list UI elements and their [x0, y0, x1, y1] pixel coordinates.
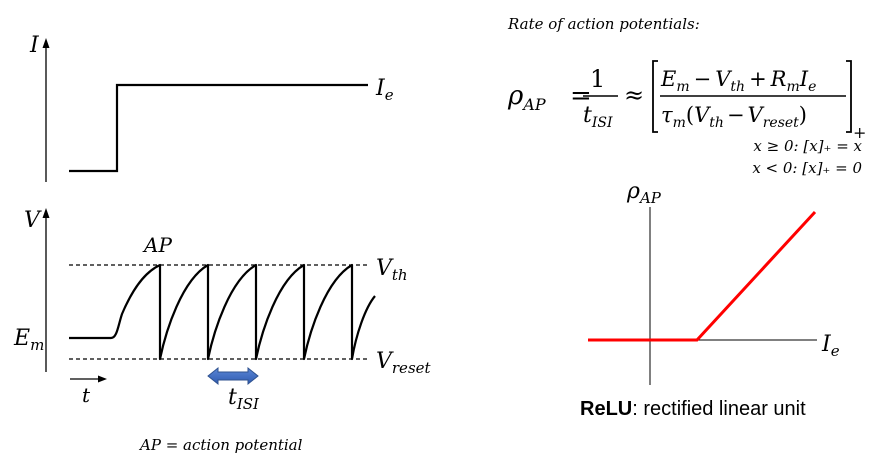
- isi-label: tISI: [228, 385, 260, 413]
- voltage-axis-label: V: [24, 208, 42, 233]
- formula-denominator: τm(Vth−Vreset): [661, 103, 807, 131]
- time-arrowhead: [98, 375, 107, 383]
- current-y-axis-arrowhead: [42, 38, 50, 48]
- right-bracket: [846, 60, 852, 133]
- current-step-trace: [69, 83, 368, 173]
- time-label: t: [82, 383, 91, 407]
- approx-sign: ≈: [624, 81, 644, 109]
- relu-condition-negative: x < 0: [x]₊ = 0: [752, 159, 862, 177]
- relu-curve: [588, 210, 817, 342]
- voltage-y-axis-arrowhead: [42, 208, 50, 218]
- current-plot: I Ie: [29, 33, 394, 182]
- current-axis-label: I: [29, 33, 40, 58]
- formula-numerator: Em−Vth+RmIe: [660, 67, 816, 95]
- voltage-plot: V AP Vth Vreset Em t tISI AP = action po…: [13, 208, 432, 454]
- fraction-one-denominator: tISI: [583, 103, 613, 131]
- left-bracket: [652, 60, 658, 133]
- isi-double-arrow: [207, 366, 259, 386]
- bracket-plus-subscript: +: [853, 123, 866, 142]
- membrane-voltage-trace: [69, 263, 376, 361]
- rate-formula: Rate of action potentials: ρAP = 1 tISI …: [507, 15, 866, 177]
- rate-symbol: ρAP: [507, 81, 546, 114]
- fraction-one-numerator: 1: [590, 65, 605, 93]
- relu-x-axis-label: Ie: [821, 332, 840, 360]
- relu-caption: ReLU: rectified linear unit: [580, 398, 806, 420]
- relu-y-axis-label: ρAP: [626, 179, 662, 207]
- current-level-label: Ie: [375, 76, 394, 104]
- equals-sign: =: [570, 81, 592, 111]
- rest-potential-label: Em: [13, 326, 44, 354]
- reset-label: Vreset: [376, 349, 432, 377]
- threshold-label: Vth: [376, 256, 408, 284]
- spike-label: AP: [142, 233, 172, 257]
- formula-heading: Rate of action potentials:: [507, 15, 700, 33]
- relu-plot: ρAP Ie ReLU: rectified linear unit: [580, 179, 840, 420]
- action-potential-footnote: AP = action potential: [138, 436, 303, 454]
- relu-condition-positive: x ≥ 0: [x]₊ = x: [753, 137, 862, 155]
